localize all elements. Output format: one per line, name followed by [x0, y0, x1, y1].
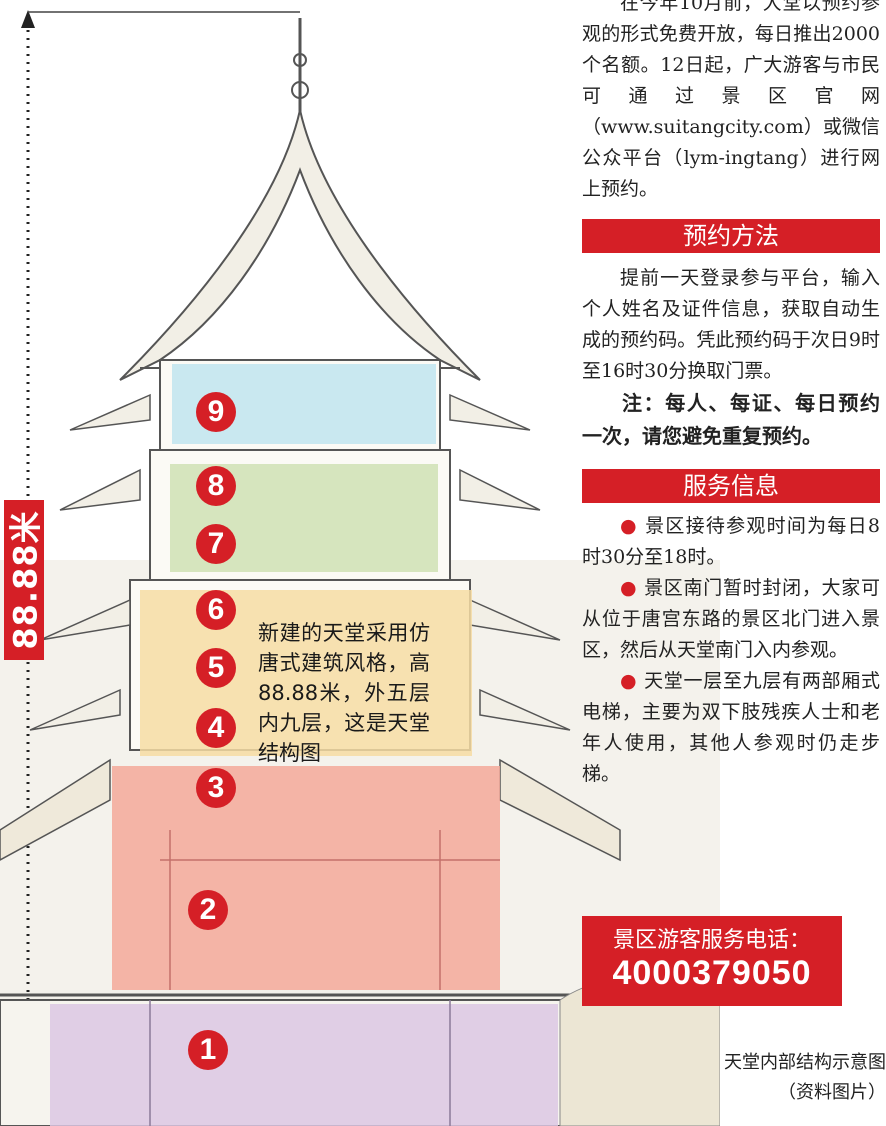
hotline-box: 景区游客服务电话： 4000379050	[582, 916, 842, 1006]
service-item-text: 景区南门暂时封闭，大家可从位于唐宫东路的景区北门进入景区，然后从天堂南门入内参观…	[582, 577, 880, 661]
floor-2-zone	[112, 766, 500, 990]
floor-7-badge: 7	[196, 524, 236, 564]
service-item: ● 天堂一层至九层有两部厢式电梯，主要为双下肢残疾人士和老年人使用，其他人参观时…	[582, 666, 880, 790]
height-arrow-top	[21, 10, 35, 28]
bullet-icon: ●	[620, 670, 638, 692]
floor-4-badge: 4	[196, 708, 236, 748]
height-label: 88.88米	[4, 500, 46, 660]
reservation-note: 注：每人、每证、每日预约一次，请您避免重复预约。	[582, 391, 880, 448]
figure-caption: 天堂内部结构示意图 （资料图片）	[682, 1048, 886, 1108]
pagoda-drawing	[0, 10, 720, 1126]
floor-2-badge: 2	[188, 890, 228, 930]
top-roof	[119, 109, 481, 381]
floor-5-badge: 5	[196, 648, 236, 688]
floor-9-badge: 9	[196, 392, 236, 432]
section-title-reservation: 预约方法	[582, 219, 880, 253]
reservation-body: 提前一天登录参与平台，输入个人姓名及证件信息，获取自动生成的预约码。凭此预约码于…	[582, 267, 880, 382]
diagram-description: 新建的天堂采用仿唐式建筑风格，高88.88米，外五层内九层，这是天堂结构图	[258, 621, 430, 765]
service-item-text: 景区接待参观时间为每日8时30分至18时。	[582, 515, 880, 568]
floor-6-badge: 6	[196, 590, 236, 630]
floor-1-badge: 1	[188, 1030, 228, 1070]
floor-1-zone	[50, 1004, 558, 1126]
service-item: ● 景区南门暂时封闭，大家可从位于唐宫东路的景区北门进入景区，然后从天堂南门入内…	[582, 573, 880, 666]
caption-line-2: （资料图片）	[778, 1082, 886, 1103]
floor-3-6-zone	[140, 590, 472, 756]
section-title-service: 服务信息	[582, 469, 880, 503]
floor-8-badge: 8	[196, 466, 236, 506]
hotline-label: 景区游客服务电话：	[612, 927, 811, 952]
height-label-text: 88.88米	[7, 510, 46, 650]
bullet-icon: ●	[620, 577, 638, 599]
service-item-text: 天堂一层至九层有两部厢式电梯，主要为双下肢残疾人士和老年人使用，其他人参观时仍走…	[582, 670, 880, 785]
service-item: ● 景区接待参观时间为每日8时30分至18时。	[582, 511, 880, 573]
hotline-number: 4000379050	[612, 954, 812, 992]
caption-line-1: 天堂内部结构示意图	[724, 1052, 886, 1073]
article-column: 在今年10月前，大堂以预约参观的形式免费开放，每日推出2000个名额。12日起，…	[582, 0, 880, 790]
floor-3-badge: 3	[196, 768, 236, 808]
pagoda-structure-diagram: 88.88米 9 8 7 6 5 4 3 2 1 新建的天堂采用仿唐式建筑风格，…	[0, 10, 720, 1126]
bullet-icon: ●	[620, 515, 638, 537]
intro-paragraph: 在今年10月前，大堂以预约参观的形式免费开放，每日推出2000个名额。12日起，…	[582, 0, 880, 200]
